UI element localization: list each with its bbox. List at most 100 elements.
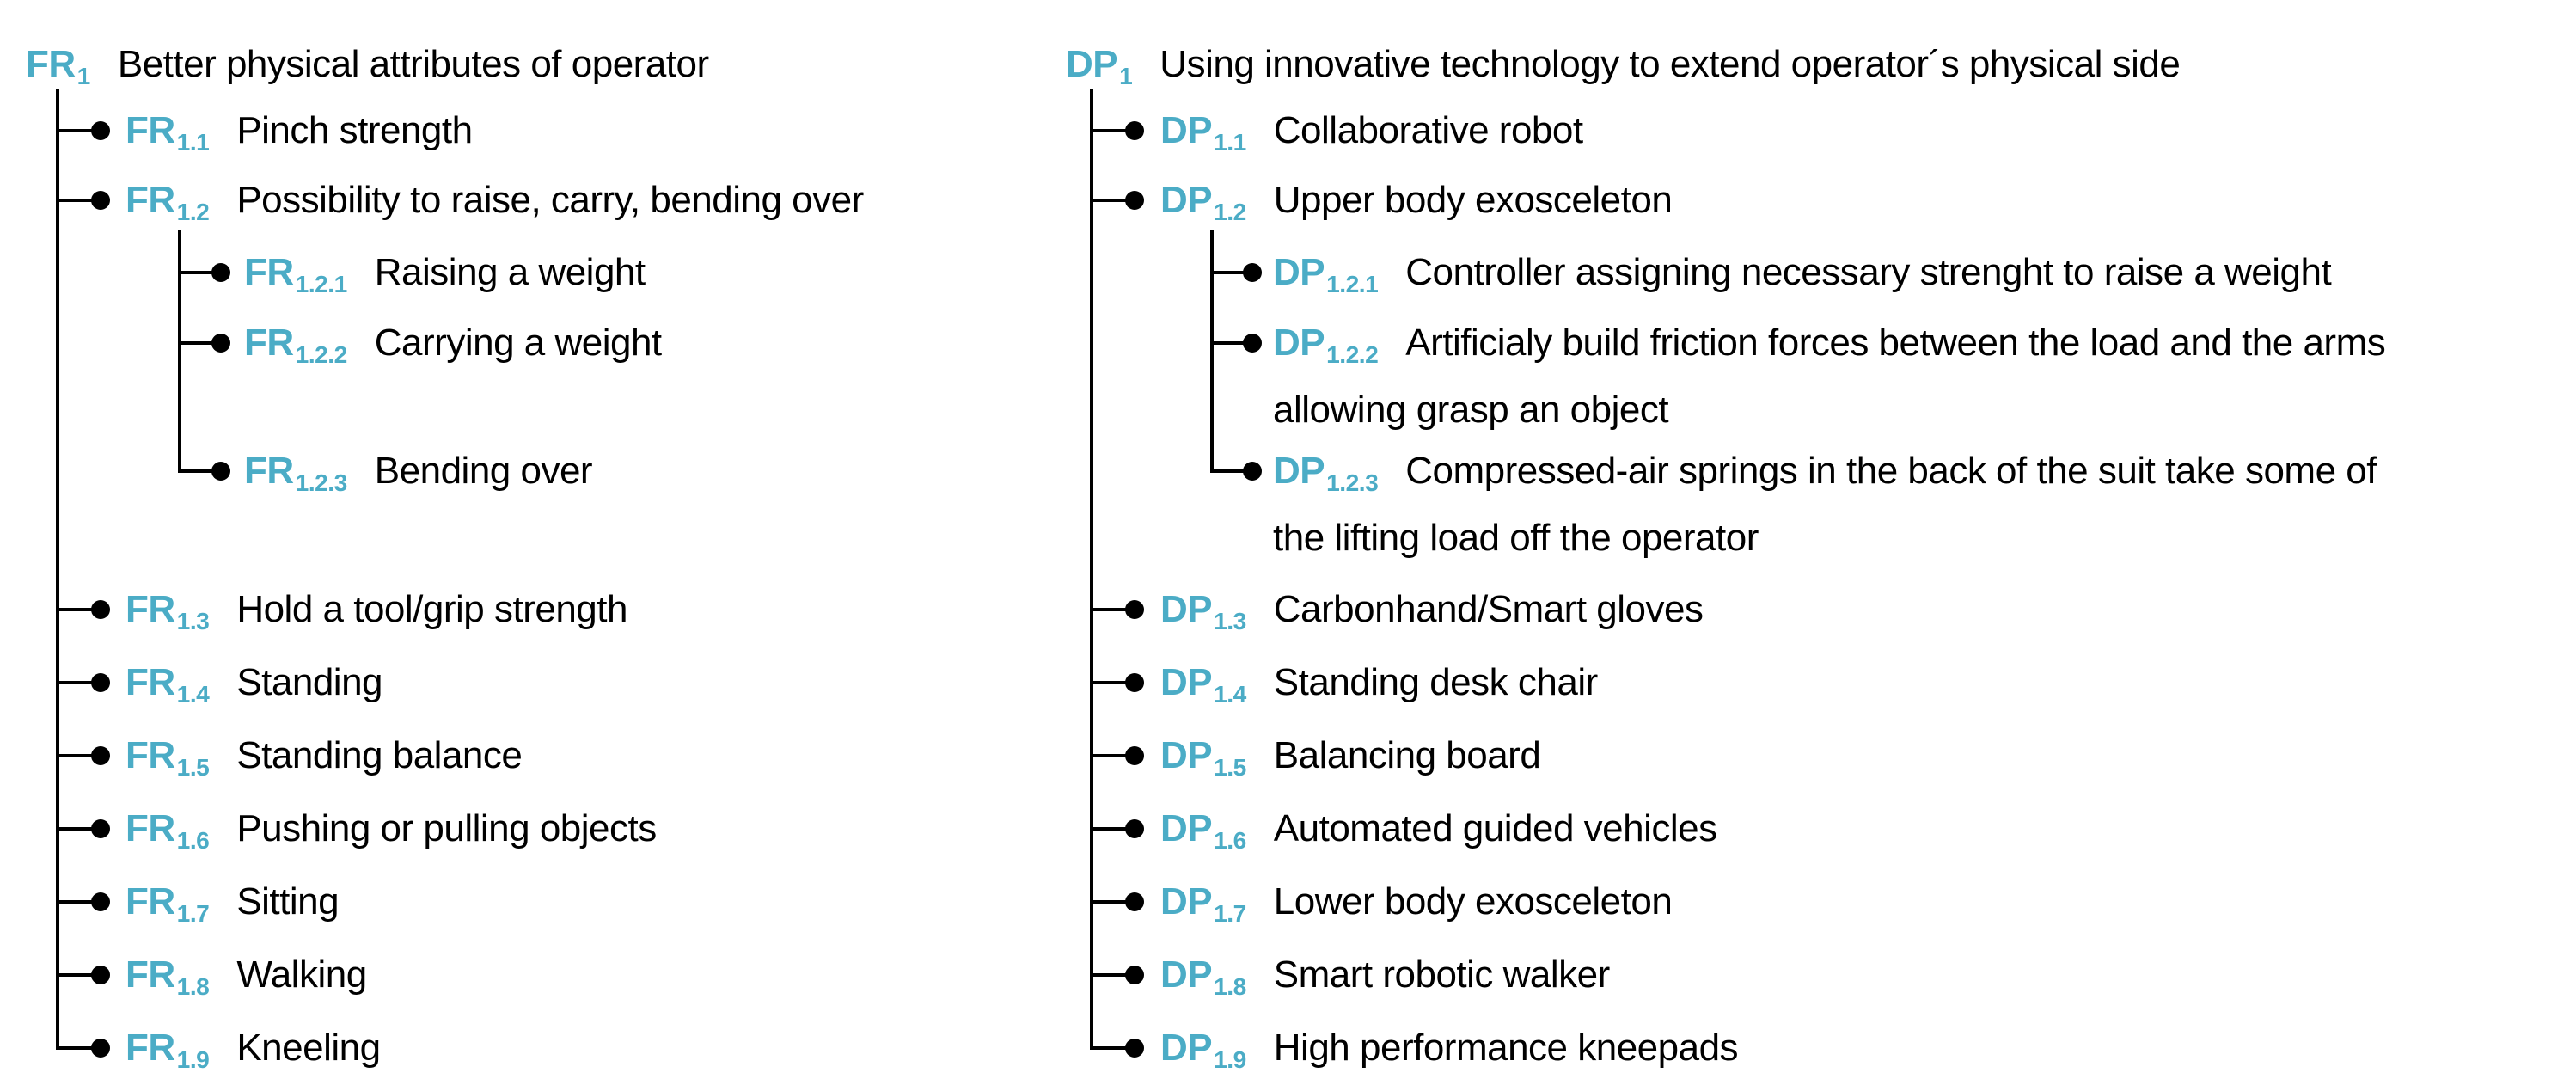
node-label: Pinch strength [236,109,473,151]
branch-connector-line [1090,1046,1130,1050]
branch-dot [91,1039,110,1058]
node-id: FR1.8 [125,953,210,1000]
branch-dot [211,334,230,353]
branch-connector-line [1090,199,1130,202]
branch-dot [1125,892,1144,911]
branch-dot [91,600,110,619]
node-id: DP1.2 [1160,179,1246,225]
branch-connector-line [56,608,96,611]
node-id: FR1.5 [125,734,210,781]
branch-connector-line [1210,271,1248,274]
node-id: DP1.4 [1160,661,1246,708]
node-id: FR1.1 [125,109,210,156]
node-label: Carbonhand/Smart gloves [1273,588,1704,630]
node-fr-1-2-2: FR1.2.2 Carrying a weight [244,316,662,383]
node-id: FR1.2.1 [244,251,347,297]
node-id: DP1 [1066,43,1133,89]
node-label: Possibility to raise, carry, bending ove… [236,179,864,221]
node-label: Upper body exosceleton [1273,179,1673,221]
node-fr-1-2: FR1.2 Possibility to raise, carry, bendin… [125,173,864,240]
branch-connector-line [1090,129,1130,132]
branch-connector-line [1210,341,1248,345]
node-label: Automated guided vehicles [1273,807,1717,849]
fr-1-2-subtree-line [178,230,181,473]
branch-dot [1125,746,1144,765]
node-id: DP1.6 [1160,807,1246,854]
branch-dot [91,746,110,765]
node-label: High performance kneepads [1273,1027,1739,1069]
branch-dot [1243,462,1262,481]
node-label: Carrying a weight [374,322,662,364]
branch-connector-line [56,681,96,684]
branch-connector-line [178,341,217,345]
node-label: Walking [236,953,367,996]
branch-dot [1125,600,1144,619]
node-label: Smart robotic walker [1273,953,1611,996]
node-id: FR1.9 [125,1027,210,1073]
node-fr-1-8: FR1.8 Walking [125,947,367,1015]
node-label: Standing [236,661,383,703]
node-dp-1-5: DP1.5 Balancing board [1160,728,1541,795]
branch-dot [91,121,110,140]
node-dp-1-2: DP1.2 Upper body exosceleton [1160,173,1673,240]
node-id: FR1.6 [125,807,210,854]
node-label: Raising a weight [374,251,646,293]
branch-connector-line [1090,900,1130,904]
node-dp-1-7: DP1.7 Lower body exosceleton [1160,874,1673,941]
node-id: DP1.5 [1160,734,1246,781]
branch-connector-line [1090,973,1130,977]
branch-dot [1125,121,1144,140]
node-dp-1-1: DP1.1 Collaborative robot [1160,103,1583,170]
node-id: DP1.2.1 [1273,251,1379,297]
node-id: FR1.2.2 [244,322,347,368]
node-label: Pushing or pulling objects [236,807,657,849]
node-id: FR1.2 [125,179,210,225]
node-id: DP1.1 [1160,109,1246,156]
branch-dot [1125,966,1144,984]
node-label: Balancing board [1273,734,1541,776]
node-label: Lower body exosceleton [1273,880,1673,923]
node-id: DP1.7 [1160,880,1246,927]
node-label: Bending over [374,450,593,492]
node-fr-1-6: FR1.6 Pushing or pulling objects [125,801,657,868]
node-label: Compressed-air springs in the back of th… [1273,450,2377,559]
branch-dot [1125,819,1144,838]
branch-connector-line [56,827,96,831]
branch-dot [1125,191,1144,210]
branch-connector-line [56,1046,96,1050]
node-dp-1-9: DP1.9 High performance kneepads [1160,1021,1739,1079]
branch-dot [1125,673,1144,692]
branch-connector-line [56,199,96,202]
branch-dot [1243,263,1262,282]
node-label: Artificialy build friction forces betwee… [1273,322,2386,431]
branch-dot [1125,1039,1144,1058]
node-label: Hold a tool/grip strength [236,588,627,630]
branch-dot [211,263,230,282]
node-label: Sitting [236,880,340,923]
node-label: Standing balance [236,734,523,776]
dp-1-2-subtree-line [1210,230,1214,473]
branch-connector-line [1090,754,1130,757]
branch-dot [1243,334,1262,353]
branch-dot [211,462,230,481]
branch-connector-line [178,469,217,473]
branch-connector-line [1090,827,1130,831]
branch-connector-line [56,900,96,904]
branch-dot [91,892,110,911]
node-fr-1-2-1: FR1.2.1 Raising a weight [244,245,646,312]
dp-tree-trunk-line [1090,89,1093,1050]
branch-dot [91,673,110,692]
node-label: Collaborative robot [1273,109,1583,151]
node-id: DP1.9 [1160,1027,1246,1073]
